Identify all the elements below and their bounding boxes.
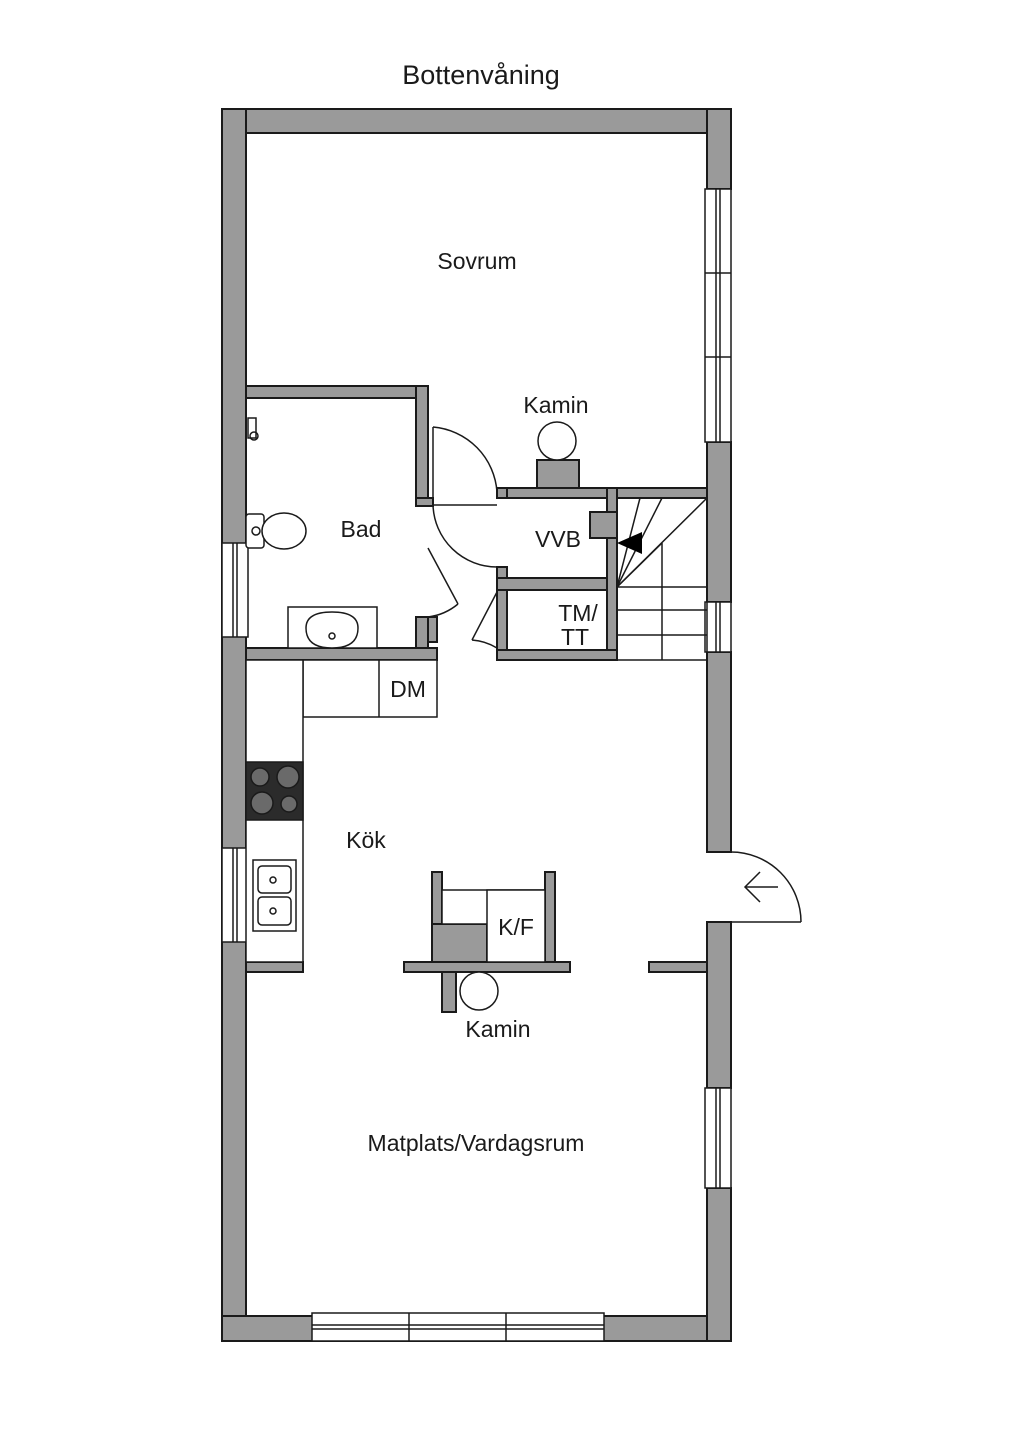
kitchen-counters <box>245 659 438 963</box>
label-kok: Kök <box>346 827 386 853</box>
floor-title: Bottenvåning <box>402 60 560 90</box>
windows <box>221 188 732 1342</box>
doors <box>427 426 802 923</box>
shower-icon <box>247 417 257 439</box>
label-sovrum: Sovrum <box>437 248 516 274</box>
label-vvb: VVB <box>535 526 581 552</box>
room-labels: Sovrum Kamin Bad VVB TM/ TT DM Kök K/F K… <box>341 248 599 1156</box>
staircase <box>616 497 708 661</box>
fireplace-top-icon <box>537 421 577 461</box>
label-dm: DM <box>390 676 426 702</box>
label-matplats: Matplats/Vardagsrum <box>368 1130 585 1156</box>
fireplace-bottom-icon <box>459 971 499 1011</box>
bathroom-fixtures <box>245 417 378 649</box>
label-tm: TM/ <box>558 600 598 626</box>
label-bad: Bad <box>341 516 382 542</box>
label-tt: TT <box>561 624 589 650</box>
label-kamin-bottom: Kamin <box>465 1016 530 1042</box>
label-kamin-top: Kamin <box>523 392 588 418</box>
label-kf: K/F <box>498 914 534 940</box>
interior-walls <box>245 385 708 1013</box>
stair-direction-arrow-icon <box>617 532 642 554</box>
fridge-freezer <box>441 889 546 963</box>
